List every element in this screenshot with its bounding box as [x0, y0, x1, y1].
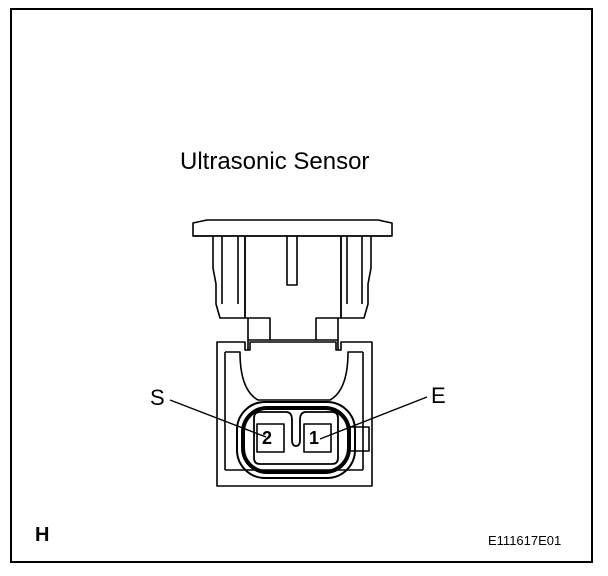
- center-rib: [286, 236, 298, 286]
- cavity-middle: [241, 406, 351, 474]
- leader-line-e: [319, 396, 428, 440]
- terminal-label-s: S: [150, 385, 165, 410]
- terminal-label-e: E: [431, 383, 446, 408]
- connector-neck: [247, 318, 339, 350]
- pin-2-number: 2: [262, 428, 273, 448]
- right-latch: [340, 236, 372, 319]
- side-lock-tab: [349, 426, 370, 452]
- connector-flange: [192, 219, 393, 237]
- left-latch: [212, 236, 246, 319]
- connector-upper-body: [244, 236, 271, 341]
- pin-1-number: 1: [309, 428, 320, 448]
- diagram-title: Ultrasonic Sensor: [180, 148, 370, 175]
- pin-2-box: [256, 423, 285, 453]
- housing-inner: [225, 351, 363, 401]
- leader-line-s: [169, 399, 267, 438]
- pin-1-box: [303, 423, 332, 453]
- connector-upper-body-right: [315, 236, 342, 341]
- cavity-outer: [236, 401, 356, 479]
- figure-id: E111617E01: [488, 533, 562, 548]
- corner-label: H: [35, 524, 50, 546]
- connector-lower-housing: [216, 341, 373, 487]
- cavity-inner: [253, 411, 339, 465]
